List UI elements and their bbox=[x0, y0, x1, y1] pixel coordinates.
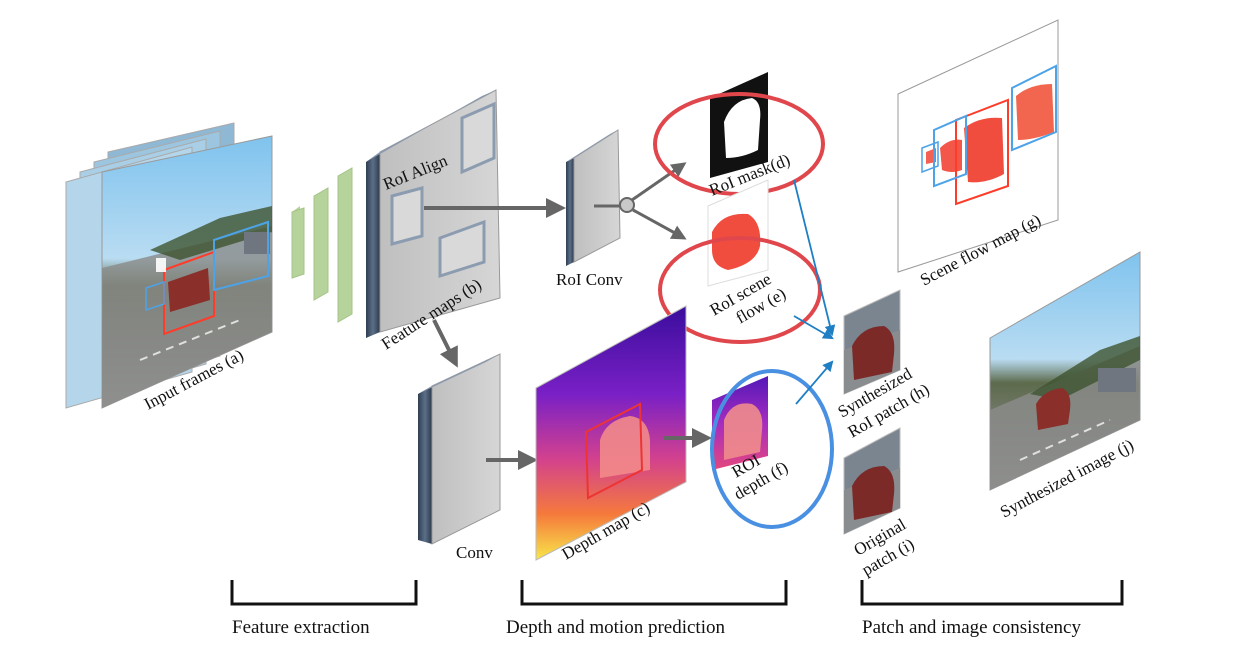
arrow-to-roi-mask bbox=[631, 162, 687, 202]
arrow-to-roi-flow bbox=[632, 208, 687, 240]
depth-map: Depth map (c) bbox=[535, 305, 687, 563]
section-consistency: Patch and image consistency bbox=[860, 580, 1124, 638]
roi-flow-highlight-ellipse bbox=[658, 236, 822, 344]
feature-maps-block: RoI Align Feature maps (b) bbox=[366, 89, 501, 353]
link-flow-to-patch bbox=[793, 315, 834, 340]
scene-flow-map: Scene flow map (g) bbox=[897, 19, 1059, 290]
roi-mask: RoI mask(d) bbox=[653, 72, 825, 200]
branch-node bbox=[619, 197, 635, 213]
input-frames-stack: Input frames (a) bbox=[65, 122, 273, 414]
roi-depth: ROI depth (f) bbox=[710, 369, 834, 529]
roi-conv-block: RoI Conv bbox=[556, 129, 623, 289]
roi-conv-label: RoI Conv bbox=[556, 270, 623, 289]
section-consistency-label: Patch and image consistency bbox=[862, 617, 1081, 638]
link-depth-to-patch bbox=[795, 360, 834, 405]
synthesized-image: Synthesized image (j) bbox=[989, 251, 1141, 522]
roi-depth-highlight-ellipse bbox=[710, 369, 834, 529]
link-mask-to-patch bbox=[793, 179, 836, 337]
section-depth-motion: Depth and motion prediction bbox=[506, 580, 788, 638]
synthesized-roi-patch: Synthesized RoI patch (h) bbox=[835, 289, 932, 441]
section-depth-motion-label: Depth and motion prediction bbox=[506, 617, 725, 638]
encoder-bars bbox=[291, 167, 353, 323]
original-patch: Original patch (i) bbox=[843, 427, 917, 579]
conv-label: Conv bbox=[456, 543, 493, 562]
arrow-to-conv bbox=[432, 319, 458, 368]
section-feature-extraction-label: Feature extraction bbox=[232, 617, 370, 638]
conv-block: Conv bbox=[418, 353, 501, 562]
section-feature-extraction: Feature extraction bbox=[230, 580, 418, 638]
